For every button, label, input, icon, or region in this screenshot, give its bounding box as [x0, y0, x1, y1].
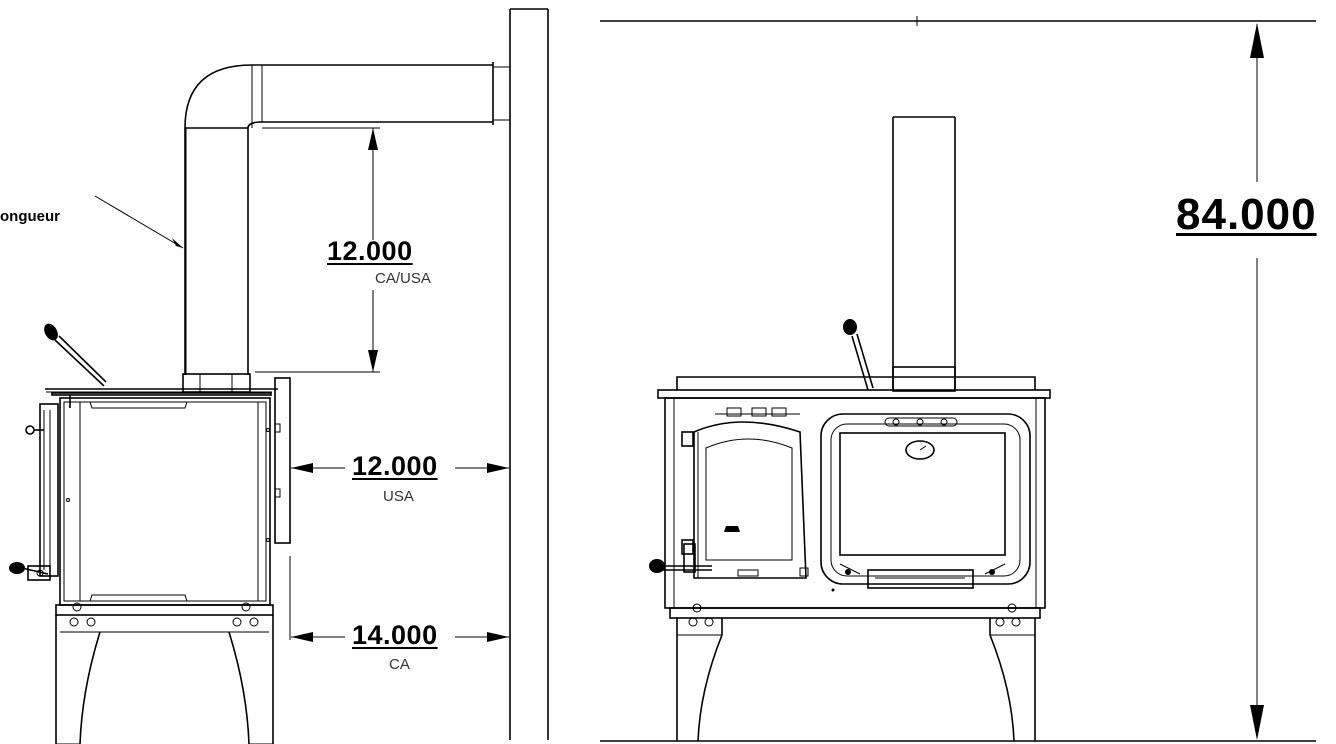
side-handles	[9, 323, 107, 581]
pipe-length-label: ongueur	[0, 208, 60, 225]
side-view	[9, 8, 549, 744]
chimney-pipe	[182, 62, 510, 393]
dim-total-height-value: 84.000	[1176, 190, 1317, 239]
dim-rear-usa-region: USA	[383, 488, 414, 505]
dim-rear-ca	[291, 632, 509, 642]
dim-rear-ca-value: 14.000	[352, 620, 438, 650]
front-chimney	[892, 116, 956, 392]
dim-total-height	[1250, 23, 1264, 740]
dim-rear-ca-region: CA	[389, 656, 410, 673]
stove-front-stand	[669, 603, 1041, 742]
pipe-leader	[94, 195, 184, 249]
dim-rear-usa-value: 12.000	[352, 451, 438, 481]
combustible-wall	[509, 8, 549, 740]
ceiling-line	[600, 16, 1316, 26]
dim-rear-usa	[291, 463, 509, 473]
dim-pipe-height-value: 12.000	[327, 236, 413, 266]
stove-side-body	[39, 377, 291, 606]
dim-pipe-height-region: CA/USA	[375, 270, 431, 287]
front-handles	[649, 319, 874, 573]
stove-side-stand	[55, 602, 274, 744]
front-view	[600, 16, 1316, 742]
stove-front-body	[657, 376, 1051, 609]
dim-pipe-height	[255, 127, 380, 373]
